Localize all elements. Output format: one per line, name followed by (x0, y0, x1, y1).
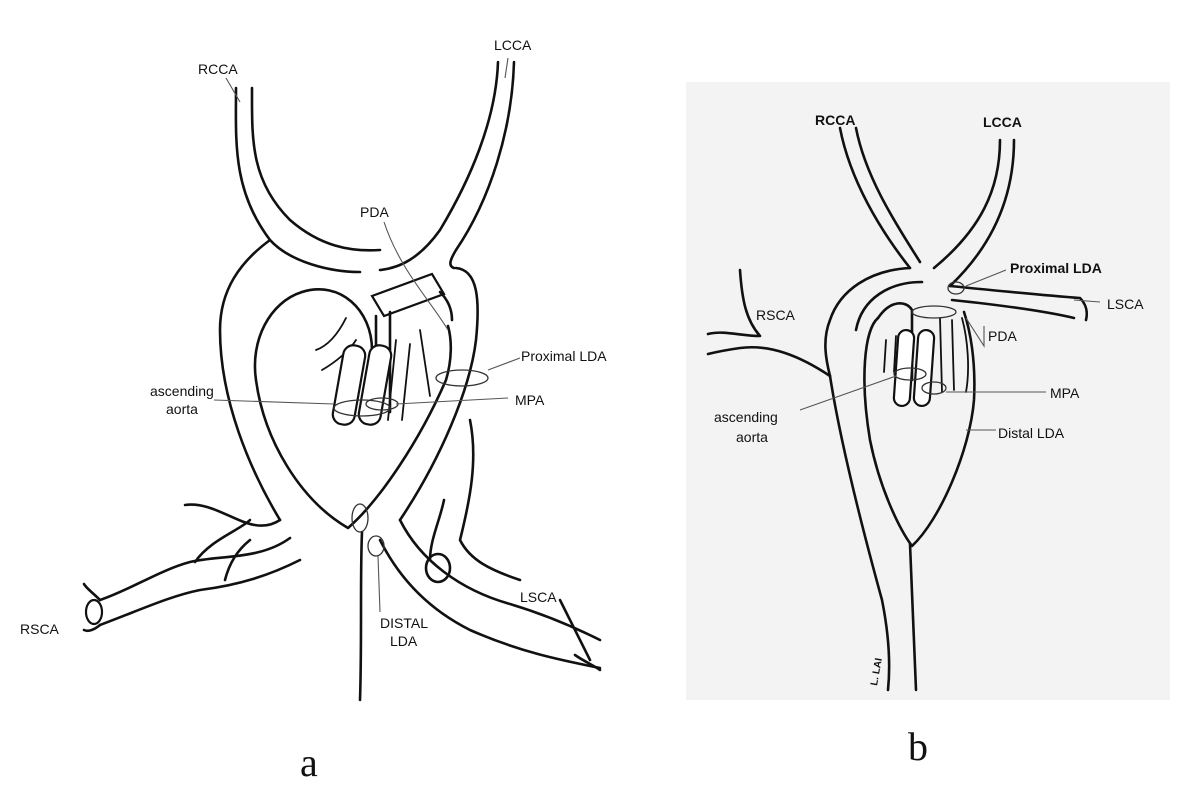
a-mpa-label: MPA (515, 392, 545, 408)
a-mpa-tube (357, 344, 393, 426)
b-rcca-label: RCCA (815, 112, 855, 128)
a-lsca-loop (424, 552, 452, 584)
a-inner-loop (253, 290, 453, 530)
b-lcca-vessel-inner (948, 138, 1016, 288)
b-arch-inner (854, 280, 924, 332)
b-inner-top (876, 302, 914, 382)
a-arch-outer (218, 238, 282, 522)
a-inner-loop-top (300, 288, 374, 422)
b-lsca-upper (948, 284, 1089, 322)
b-rcca-vessel-inner (854, 126, 922, 264)
a-lcca-label: LCCA (494, 37, 532, 53)
panel-a: RCCA LCCA PDA Proximal LDA ascending aor… (20, 37, 607, 785)
a-ascending-aorta-label-1: ascending (150, 383, 214, 399)
b-panel-letter: b (908, 724, 928, 769)
b-arch (824, 266, 912, 378)
b-ring-pda (911, 305, 957, 319)
a-ascending-aorta-tube (331, 344, 367, 426)
a-pda-right (438, 290, 454, 322)
b-ascending-aorta-label-1: ascending (714, 409, 778, 425)
a-proximal-lda-label: Proximal LDA (521, 348, 607, 364)
a-ring-proximal-lda (435, 369, 489, 387)
a-lsca-top (428, 418, 522, 582)
a-panel-letter: a (300, 740, 318, 785)
a-lcca-vessel (378, 60, 500, 272)
a-rcca-label: RCCA (198, 61, 238, 77)
panel-b: RCCA LCCA Proximal LDA LSCA RSCA PDA asc… (706, 112, 1144, 769)
b-pda-label: PDA (988, 328, 1017, 344)
a-distal-lda-label-2: LDA (390, 633, 418, 649)
a-leaders (213, 57, 521, 613)
b-lsca-lower (950, 298, 1076, 320)
b-distal-lda-label: Distal LDA (998, 425, 1065, 441)
a-distal-lda-label-1: DISTAL (380, 615, 428, 631)
a-arch-right (398, 266, 479, 522)
a-rsca-label: RSCA (20, 621, 60, 637)
b-signature: L. LAI (869, 657, 885, 686)
b-lsca-label: LSCA (1107, 296, 1144, 312)
b-ring-proximal-lda (947, 281, 965, 295)
b-proximal-lda-label: Proximal LDA (1010, 260, 1102, 276)
a-ring-distal-lda (351, 503, 369, 533)
b-mpa-label: MPA (1050, 385, 1080, 401)
b-ring-ascending (893, 367, 927, 381)
a-rcca-vessel (234, 86, 362, 274)
a-rsca-lower2 (98, 558, 302, 627)
a-rsca-end (84, 598, 104, 626)
a-descending-right (378, 538, 602, 670)
b-lcca-vessel (932, 138, 1002, 270)
b-rsca-label: RSCA (756, 307, 796, 323)
b-ascending-aorta-label-2: aorta (736, 429, 768, 445)
b-rcca-vessel (838, 126, 912, 270)
b-descending-right (908, 542, 918, 692)
a-ring-distal-lda-2 (367, 535, 385, 557)
a-descending-left (358, 530, 364, 702)
b-small-vessels (883, 317, 969, 393)
a-lsca-branch (558, 598, 602, 672)
b-inner-teardrop (863, 310, 976, 548)
a-ring-ascending (333, 399, 391, 417)
a-lsca-label: LSCA (520, 589, 557, 605)
b-rsca-lower (706, 345, 832, 378)
a-rsca-branch (193, 518, 252, 582)
b-lcca-label: LCCA (983, 114, 1022, 130)
b-rsca-upper (706, 268, 762, 338)
a-pda-label: PDA (360, 204, 389, 220)
b-mpa-tube (912, 328, 936, 408)
a-rsca-upper (183, 503, 282, 527)
a-rsca-lower (98, 536, 292, 602)
a-rcca-vessel-inner (250, 86, 382, 252)
a-pda-tube (370, 272, 446, 318)
a-rsca-stub (82, 582, 102, 633)
a-lcca-vessel-inner (449, 60, 516, 270)
b-ring-mpa (921, 381, 947, 395)
a-ascending-aorta-label-2: aorta (166, 401, 198, 417)
b-leaders (799, 269, 1101, 431)
b-descending-left (828, 374, 891, 692)
